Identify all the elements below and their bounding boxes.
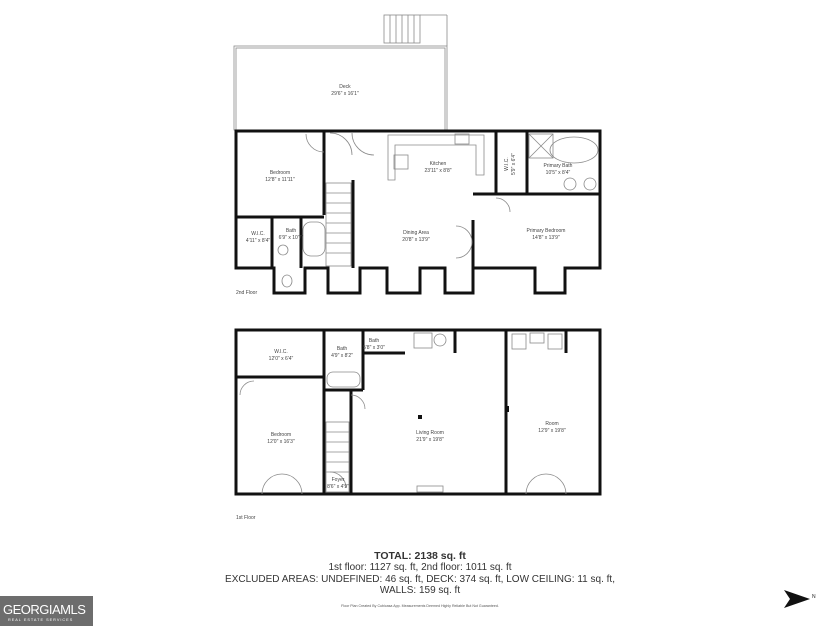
walls-area: WALLS: 159 sq. ft <box>379 585 461 596</box>
logo-main-text: GEORGIAMLS <box>3 602 86 617</box>
floor-label-1st: 1st Floor <box>236 515 256 521</box>
north-label: N <box>812 594 816 600</box>
disclaimer: Floor Plan Created By Cubicasa App. Meas… <box>341 604 499 608</box>
area-summary: TOTAL: 2138 sq. ft 1st floor: 1127 sq. f… <box>220 550 620 597</box>
floor-label-2nd: 2nd Floor <box>236 290 258 296</box>
room-label-wic-primary: W.I.C.5'9" x 6'4" <box>504 153 517 175</box>
floors-area: 1st floor: 1127 sq. ft, 2nd floor: 1011 … <box>328 562 512 573</box>
north-arrow-icon <box>784 590 810 608</box>
room-label-wic-1f: W.I.C.12'0" x 6'4" <box>268 349 294 362</box>
georgia-mls-logo: GEORGIAMLS REAL ESTATE SERVICES <box>0 596 93 626</box>
room-label-wic-2f: W.I.C.4'11" x 8'4" <box>245 231 271 244</box>
total-area: TOTAL: 2138 sq. ft <box>374 550 466 562</box>
excluded-areas: EXCLUDED AREAS: UNDEFINED: 46 sq. ft, DE… <box>225 573 615 585</box>
logo-sub-text: REAL ESTATE SERVICES <box>8 618 74 622</box>
